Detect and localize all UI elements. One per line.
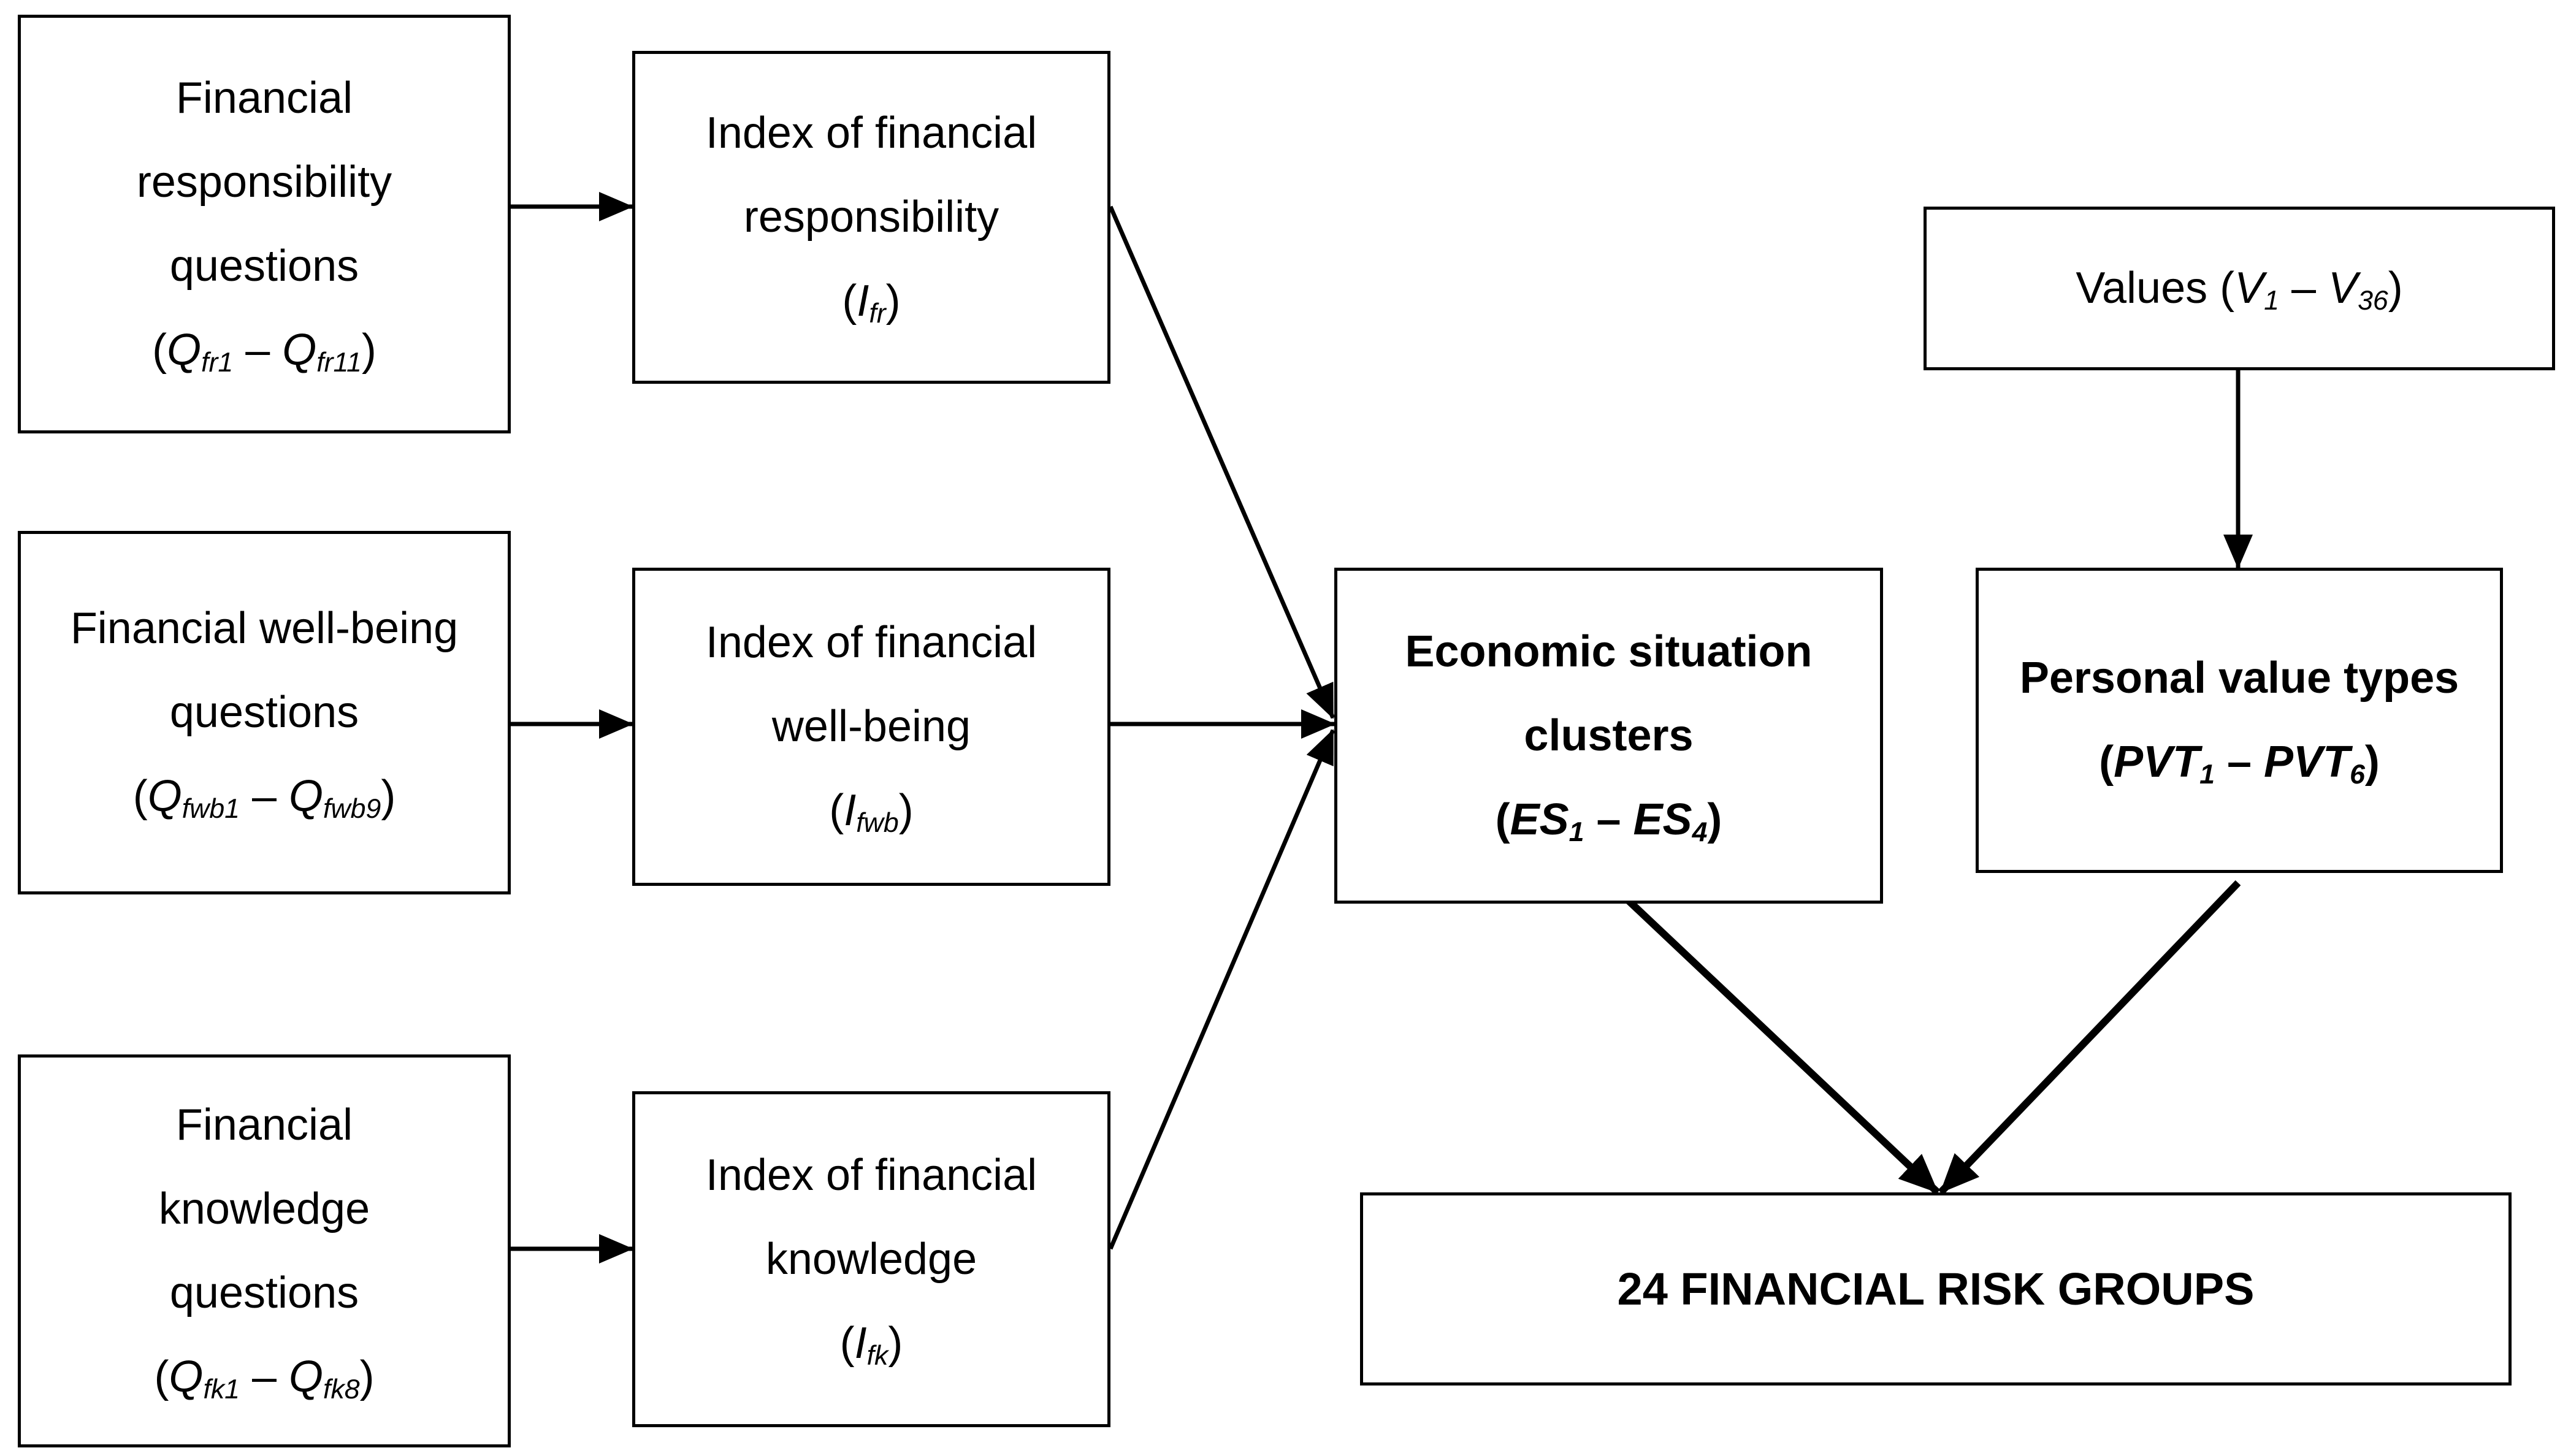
arrow-pvt-to-risk bbox=[1938, 880, 2241, 1195]
financial-responsibility-questions-box: Financial responsibility questions (Qfr1… bbox=[18, 15, 511, 433]
personal-value-types-box: Personal value types (PVT1 – PVT6) bbox=[1976, 568, 2503, 873]
arrow-ifk-to-es bbox=[1108, 729, 1335, 1250]
financial-risk-groups-box: 24 FINANCIAL RISK GROUPS bbox=[1360, 1192, 2512, 1385]
economic-situation-clusters-box: Economic situation clusters (ES1 – ES4) bbox=[1334, 568, 1883, 904]
values-box: Values (V1 – V36) bbox=[1924, 207, 2555, 370]
arrow-es-to-risk bbox=[1607, 880, 1941, 1195]
financial-knowledge-questions-box: Financial knowledge questions (Qfk1 – Qf… bbox=[18, 1054, 511, 1447]
index-financial-well-being-box: Index of financial well-being (Ifwb) bbox=[632, 568, 1110, 886]
arrow-ifr-to-es bbox=[1108, 205, 1335, 719]
financial-well-being-questions-box: Financial well-being questions (Qfwb1 – … bbox=[18, 531, 511, 894]
index-financial-knowledge-box: Index of financial knowledge (Ifk) bbox=[632, 1091, 1110, 1427]
index-financial-responsibility-box: Index of financial responsibility (Ifr) bbox=[632, 51, 1110, 384]
